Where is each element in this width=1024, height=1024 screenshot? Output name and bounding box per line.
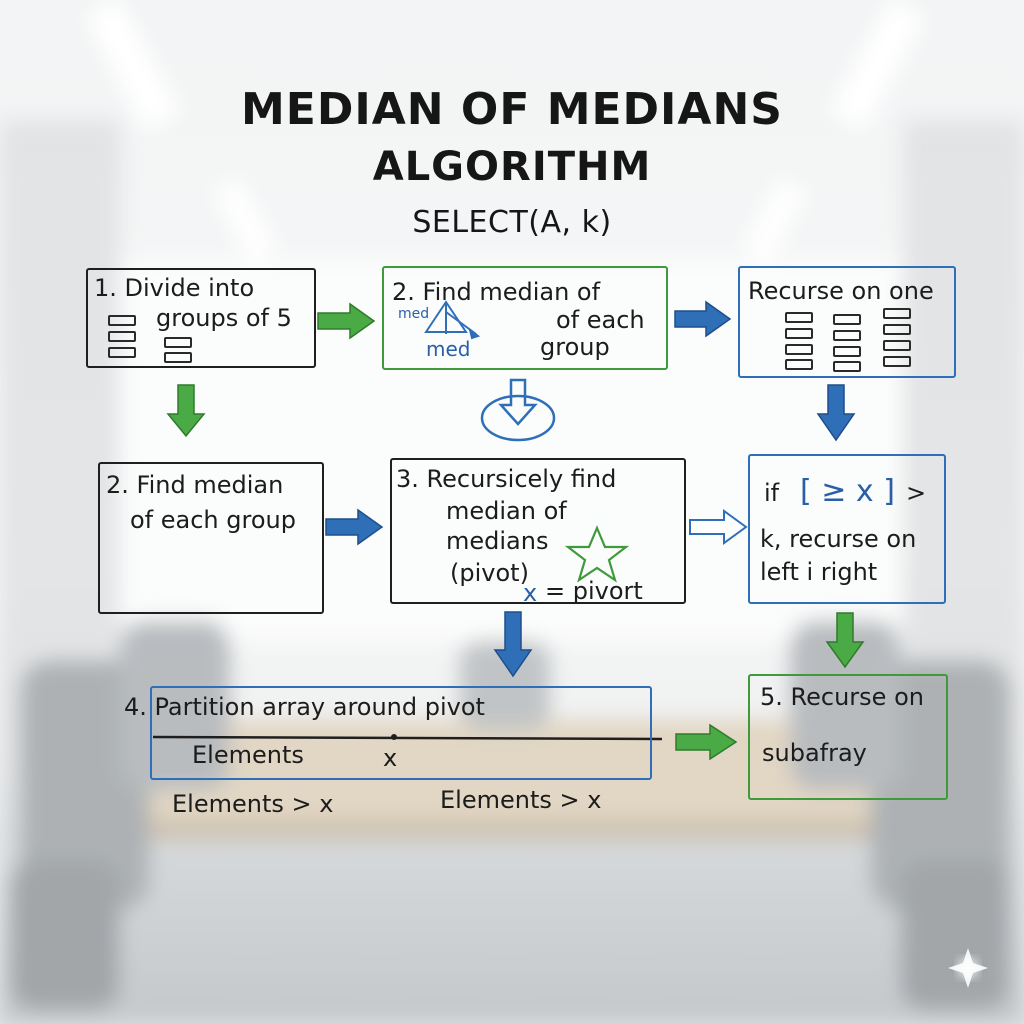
step-recursive-find-line3: medians — [446, 527, 549, 555]
arrow-down-blue-2 — [493, 611, 533, 678]
condition-line3: left i right — [760, 558, 878, 586]
step-find-median-line2: of each group — [130, 506, 296, 534]
group-block — [108, 347, 136, 358]
step-partition-box — [150, 686, 652, 780]
arrow-down-blue-1 — [816, 384, 856, 442]
diagram-subtitle: SELECT(A, k) — [412, 205, 612, 240]
step-recursive-find-line4: (pivot) — [450, 559, 529, 587]
diagram-title-line2: ALGORITHM — [372, 144, 652, 190]
group-block — [785, 344, 813, 355]
pivot-variable: x — [523, 579, 538, 607]
arrow-down-circle-icon — [480, 378, 556, 442]
elements-right-label: Elements > x — [440, 786, 602, 814]
arrow-down-green-1 — [166, 384, 206, 438]
group-block — [883, 340, 911, 351]
step-find-top-line1: 2. Find median of — [392, 278, 601, 306]
step-divide-box — [86, 268, 316, 368]
group-block — [785, 359, 813, 370]
condition-if: if — [764, 479, 780, 507]
step-recursive-find-line2: median of — [446, 497, 567, 525]
step-find-top-line3: group — [540, 333, 610, 361]
step-find-top-line2: of each — [556, 306, 645, 334]
diagram-title-line1: MEDIAN OF MEDIANS — [240, 84, 783, 135]
condition-greater: > — [906, 479, 927, 507]
step-find-top-box — [382, 266, 668, 370]
step-recurse-one-box — [738, 266, 956, 378]
median-triangle-icon — [424, 300, 481, 340]
group-block — [833, 361, 861, 372]
step-divide-line2: groups of 5 — [156, 304, 292, 332]
arrow-right-blue-2 — [325, 508, 384, 546]
step-recurse-sub-line1: 5. Recurse on — [760, 683, 924, 711]
group-block — [883, 324, 911, 335]
partition-elements: Elements — [192, 741, 304, 769]
group-block — [883, 308, 911, 319]
step-recursive-find-line1: 3. Recursicely find — [396, 465, 617, 493]
step-recurse-sub-box — [748, 674, 948, 800]
group-block — [833, 330, 861, 341]
star-icon — [564, 525, 630, 583]
pivot-equation: = pivort — [545, 577, 643, 605]
condition-expression: [ ≥ x ] — [800, 474, 895, 509]
group-block — [108, 331, 136, 342]
group-block — [164, 337, 192, 348]
step-find-median-line1: 2. Find median — [106, 471, 284, 499]
partition-line — [152, 735, 663, 741]
group-block — [164, 352, 192, 363]
group-block — [833, 346, 861, 357]
group-block — [785, 312, 813, 323]
arrow-down-green-2 — [825, 612, 865, 669]
median-label-small: med — [398, 306, 430, 322]
arrow-right-hollow — [689, 509, 748, 545]
step-recurse-sub-line2: subafray — [762, 739, 867, 767]
step-condition-box — [748, 454, 946, 604]
median-label: med — [426, 337, 471, 361]
step-find-median-box — [98, 462, 324, 614]
pivot-dot — [391, 734, 397, 740]
step-partition-label: 4. Partition array around pivot — [124, 693, 485, 721]
step-divide-line1: 1. Divide into — [94, 274, 255, 302]
partition-pivot-x: x — [383, 744, 398, 772]
elements-left-label: Elements > x — [172, 790, 334, 818]
step-recurse-one-line1: Recurse on one — [748, 277, 934, 305]
arrow-right-blue-1 — [674, 300, 732, 338]
arrow-right-green-2 — [675, 723, 738, 761]
step-recursive-find-box — [390, 458, 686, 604]
group-block — [108, 315, 136, 326]
group-block — [785, 328, 813, 339]
condition-line2: k, recurse on — [760, 525, 917, 553]
arrow-right-green-1 — [317, 302, 376, 340]
group-block — [883, 356, 911, 367]
group-block — [833, 314, 861, 325]
